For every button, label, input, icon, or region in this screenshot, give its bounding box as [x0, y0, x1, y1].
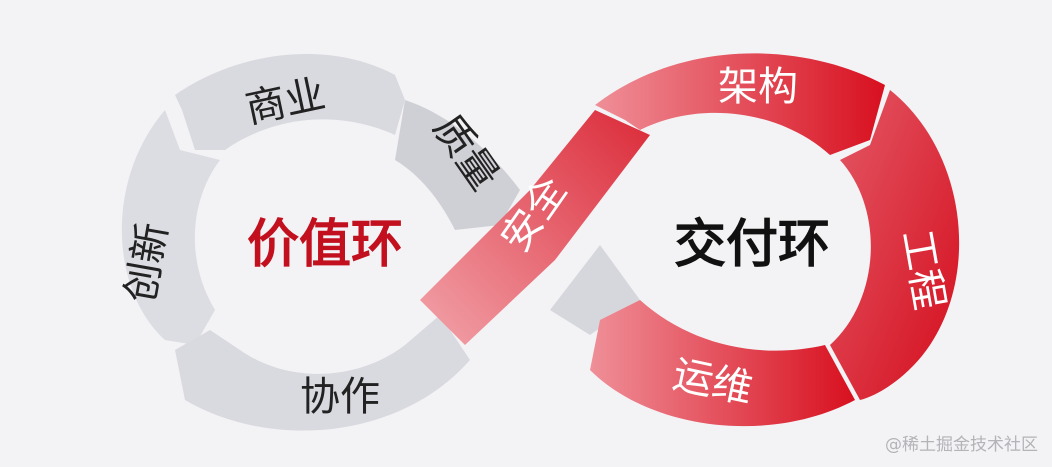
- segment-engineering: [830, 90, 960, 400]
- segment-commerce: [175, 53, 405, 150]
- segment-innovation: [121, 110, 220, 345]
- segment-collaboration: [175, 315, 470, 431]
- segment-operations: [590, 300, 855, 427]
- segment-architecture: [595, 53, 885, 155]
- delivery-loop: [590, 53, 960, 427]
- segment-security-bridge: [420, 110, 650, 345]
- delivery-loop-title: 交付环: [674, 215, 830, 275]
- value-loop-title: 价值环: [247, 215, 403, 275]
- label-architecture: 架构: [718, 64, 798, 110]
- segment-quality: [395, 100, 520, 230]
- label-collaboration: 协作: [300, 374, 380, 420]
- watermark: @稀土掘金技术社区: [885, 435, 1038, 455]
